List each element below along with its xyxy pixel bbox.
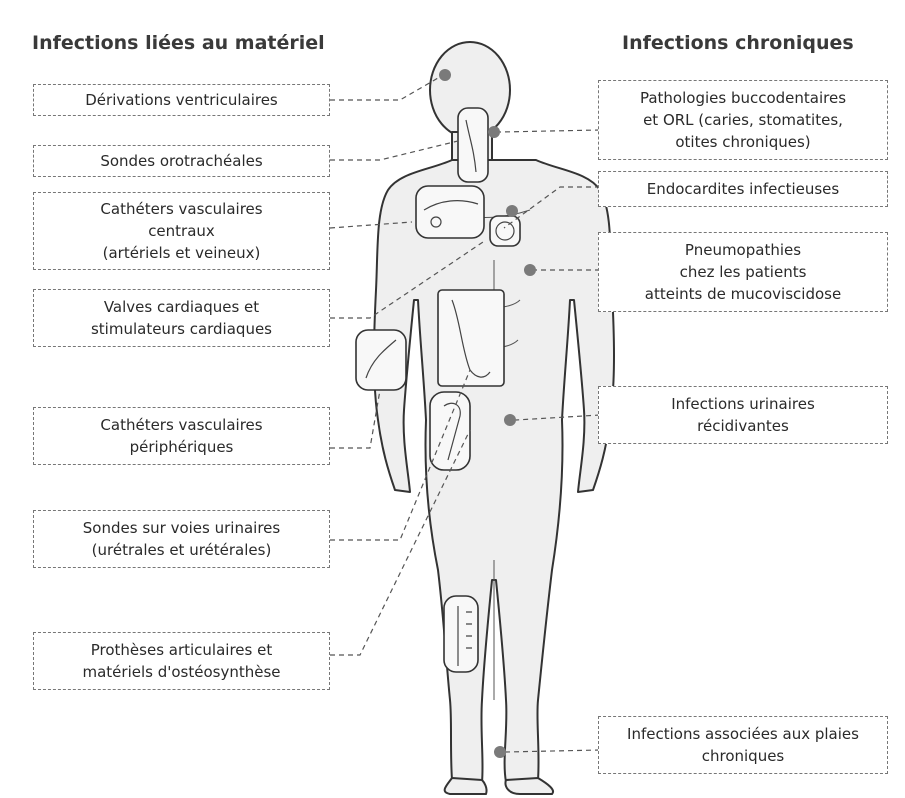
label-pathologies-buccodentaires: Pathologies buccodentaires et ORL (carie… <box>598 80 888 160</box>
inset-peripheral-catheter <box>356 330 406 390</box>
inset-ventricular-shunt <box>458 108 488 182</box>
label-protheses-articulaires: Prothèses articulaires et matériels d'os… <box>33 632 330 690</box>
inset-heart-valve <box>490 216 520 246</box>
label-valves-stimulateurs: Valves cardiaques et stimulateurs cardia… <box>33 289 330 347</box>
inset-central-catheter <box>416 186 484 238</box>
label-pneumopathies: Pneumopathies chez les patients atteints… <box>598 232 888 312</box>
dot-heart <box>506 205 518 217</box>
label-derivations-ventriculaires: Dérivations ventriculaires <box>33 84 330 116</box>
label-endocardites: Endocardites infectieuses <box>598 171 888 207</box>
label-catheters-peripheriques: Cathéters vasculaires périphériques <box>33 407 330 465</box>
dot-lung <box>524 264 536 276</box>
label-catheters-centraux: Cathéters vasculaires centraux (artériel… <box>33 192 330 270</box>
dot-mouth <box>488 126 500 138</box>
inset-osteosynthesis <box>444 596 478 672</box>
label-infections-urinaires: Infections urinaires récidivantes <box>598 386 888 444</box>
label-sondes-urinaires: Sondes sur voies urinaires (urétrales et… <box>33 510 330 568</box>
left-heading: Infections liées au matériel <box>32 32 325 54</box>
dot-bladder <box>504 414 516 426</box>
label-sondes-orotracheales: Sondes orotrachéales <box>33 145 330 177</box>
dot-leg-wound <box>494 746 506 758</box>
dot-head <box>439 69 451 81</box>
right-heading: Infections chroniques <box>622 32 854 54</box>
label-plaies-chroniques: Infections associées aux plaies chroniqu… <box>598 716 888 774</box>
